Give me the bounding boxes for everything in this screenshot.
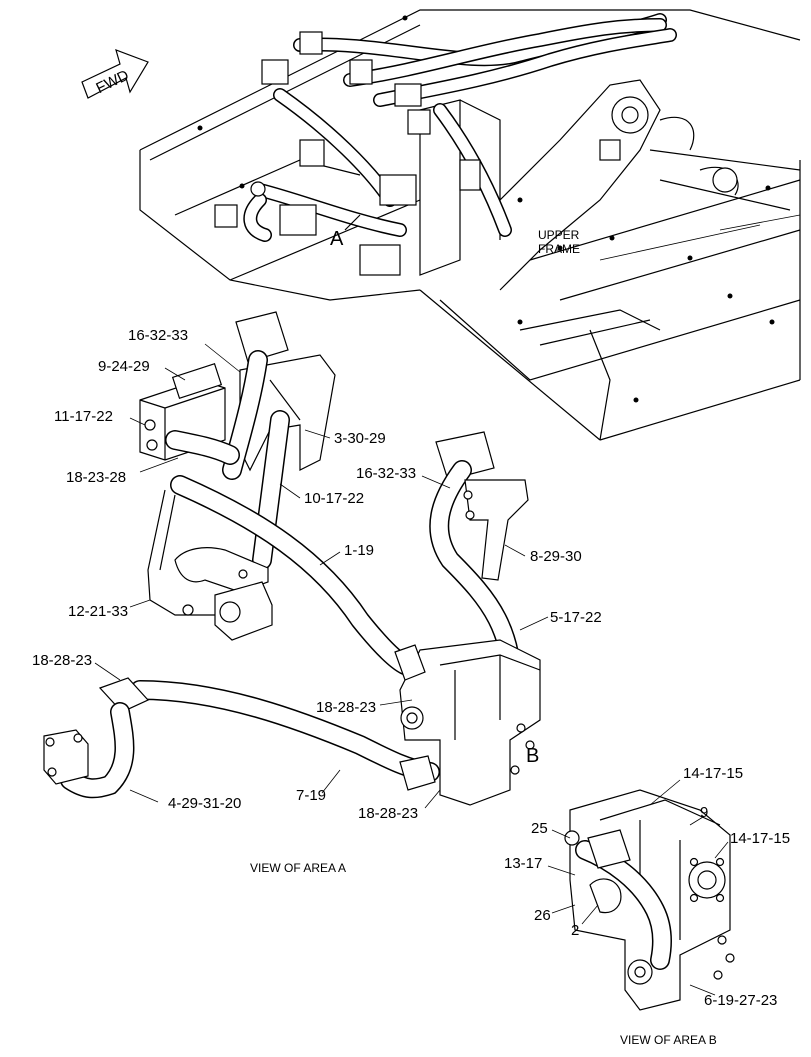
view-area-a-caption: VIEW OF AREA A	[250, 861, 346, 875]
callout-a-10-17-22: 10-17-22	[304, 490, 364, 507]
callout-b-25: 25	[531, 820, 548, 837]
view-area-b-leaders	[547, 779, 729, 996]
callout-b-9: 9	[700, 804, 708, 821]
view-area-a-callouts: 16-32-33 9-24-29 11-17-22 18-23-28 3-30-…	[32, 327, 602, 875]
upper-frame-label-line1: UPPER	[538, 228, 580, 242]
callout-a-12-21-33: 12-21-33	[68, 603, 128, 620]
callout-a-5-17-22: 5-17-22	[550, 609, 602, 626]
view-area-a-leaders	[94, 343, 549, 809]
callout-b-14-17-15-top: 14-17-15	[683, 765, 743, 782]
callout-a-9-24-29: 9-24-29	[98, 358, 150, 375]
callout-a-1-19: 1-19	[344, 542, 374, 559]
overview-drawing: FWD UPPER FRAME A	[81, 9, 801, 441]
callout-b-26: 26	[534, 907, 551, 924]
view-area-b-callouts: 14-17-15 9 25 14-17-15 13-17 26 2 6-19-2…	[504, 765, 790, 1047]
callout-a-18-28-23-left: 18-28-23	[32, 652, 92, 669]
callout-b-13-17: 13-17	[504, 855, 542, 872]
callout-b-2: 2	[571, 922, 579, 939]
callout-a-18-28-23-lower: 18-28-23	[358, 805, 418, 822]
callout-a-18-28-23-mid: 18-28-23	[316, 699, 376, 716]
callout-a-11-17-22: 11-17-22	[54, 408, 113, 425]
callout-a-8-29-30: 8-29-30	[530, 548, 582, 565]
frame-bolts	[197, 15, 775, 403]
area-b-marker: B	[526, 745, 539, 767]
view-area-b-drawing	[564, 789, 735, 1011]
view-area-a-drawing	[43, 311, 541, 806]
callout-a-16-32-33-right: 16-32-33	[356, 465, 416, 482]
callout-a-18-23-28: 18-23-28	[66, 469, 126, 486]
callout-a-16-32-33-upper: 16-32-33	[128, 327, 188, 344]
callout-a-7-19: 7-19	[296, 787, 326, 804]
upper-frame-label-line2: FRAME	[538, 242, 580, 256]
forward-arrow-icon	[81, 49, 149, 99]
callout-a-4-29-31-20: 4-29-31-20	[168, 795, 241, 812]
area-a-marker: A	[330, 228, 344, 250]
callout-b-6-19-27-23: 6-19-27-23	[704, 992, 777, 1009]
callout-b-14-17-15-right: 14-17-15	[730, 830, 790, 847]
view-area-b-caption: VIEW OF AREA B	[620, 1033, 717, 1047]
callout-a-3-30-29: 3-30-29	[334, 430, 386, 447]
